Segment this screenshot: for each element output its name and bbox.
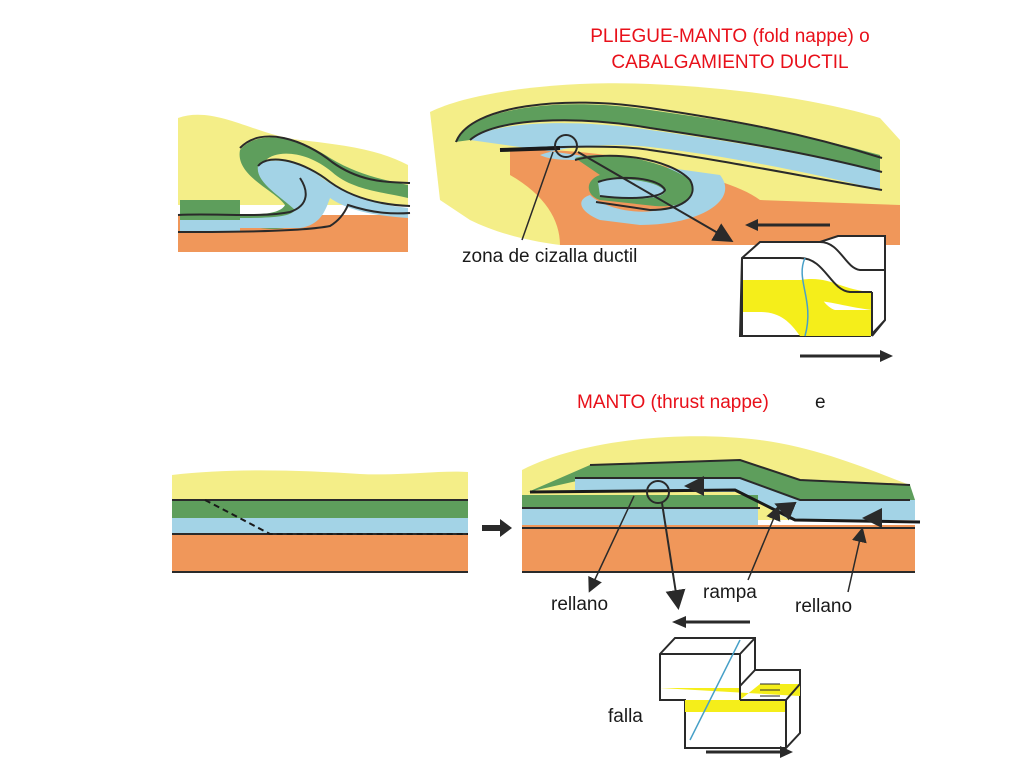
fault-label: falla [608, 706, 643, 727]
top-shear-connector [521, 134, 734, 243]
top-left-fold-sketch [177, 114, 411, 252]
flat-right-label: rellano [795, 596, 853, 617]
top-right-fold-nappe-sketch [430, 83, 900, 245]
ramp-label: rampa [703, 582, 757, 603]
fold-nappe-title-line1: PLIEGUE-MANTO (fold nappe) o [590, 26, 870, 47]
brittle-fault-block [659, 616, 801, 758]
bottom-right-thrust-nappe-sketch [522, 436, 921, 573]
bottom-transition-arrow [482, 519, 512, 537]
flat-left-label: rellano [551, 594, 609, 615]
thrust-nappe-title: MANTO (thrust nappe) [577, 392, 769, 413]
fold-nappe-title: PLIEGUE-MANTO (fold nappe) o CABALGAMIEN… [540, 24, 920, 76]
shear-zone-label: zona de cizalla ductil [462, 246, 638, 267]
ductile-shear-block [738, 219, 893, 362]
bottom-left-layers-sketch [172, 470, 468, 573]
stray-mark: e [815, 392, 826, 413]
bottom-pointer-lines [588, 480, 867, 610]
fold-nappe-title-line2: CABALGAMIENTO DUCTIL [611, 52, 849, 73]
